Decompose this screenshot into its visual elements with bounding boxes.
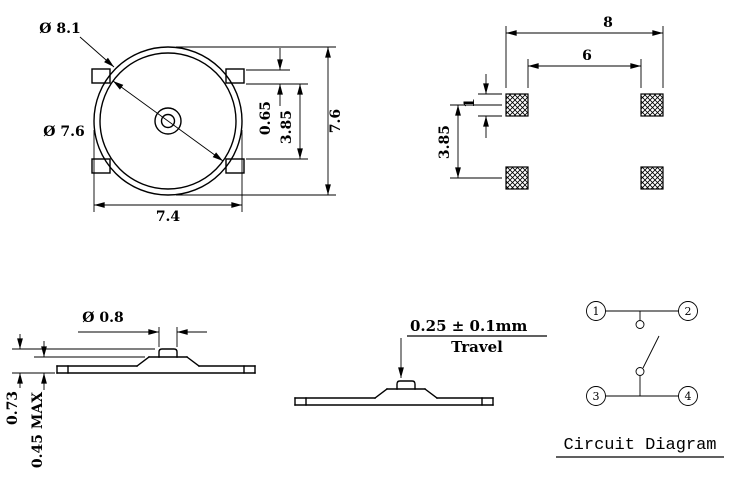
terminal-2-number: 2: [685, 305, 692, 318]
circuit-diagram-view: 1 2 3 4 Circuit Diagram: [556, 301, 724, 458]
travel-arrow: [398, 335, 547, 378]
pad-inner-span-label: 6: [582, 48, 592, 64]
top-half-height-label: 3.85: [279, 110, 295, 144]
land-pattern-dimension-lines: [450, 26, 664, 179]
terminal-3-number: 3: [593, 390, 600, 403]
top-view-dimension-lines: [79, 36, 336, 212]
terminal-4-number: 4: [685, 390, 692, 403]
side-view-dimension-lines: [12, 327, 207, 390]
circuit-diagram-caption: Circuit Diagram: [563, 436, 716, 455]
top-view: Ø 8.1 Ø 7.6 7.4 0.65 3.85 7.6: [39, 21, 344, 225]
top-overall-height-label: 7.6: [328, 109, 344, 133]
top-stem-offset-label: 0.65: [258, 101, 274, 135]
top-outer-diameter-label: Ø 8.1: [39, 21, 80, 37]
side-view: Ø 0.8 0.73 0.45 MAX: [5, 310, 256, 468]
side-profile-outline: [56, 348, 256, 374]
circuit-schematic: [586, 301, 698, 406]
total-height-label: 0.73: [5, 391, 21, 425]
top-width-label: 7.4: [156, 209, 181, 225]
travel-value-label: 0.25 ± 0.1mm: [410, 317, 528, 335]
pad-outer-span-label: 8: [603, 15, 613, 31]
stem-diameter-label: Ø 0.8: [82, 310, 123, 326]
body-height-label: 0.45 MAX: [30, 392, 46, 468]
top-inner-diameter-label: Ø 7.6: [43, 124, 84, 140]
pad-size-label: 1: [462, 98, 478, 108]
solder-pads: [505, 93, 664, 190]
travel-word-label: Travel: [451, 338, 503, 356]
pad-row-pitch-label: 3.85: [437, 125, 453, 159]
land-pattern-view: 8 6 3.85 1: [437, 15, 664, 190]
travel-profile-outline: [294, 380, 494, 406]
travel-view: 0.25 ± 0.1mm Travel: [294, 317, 547, 406]
terminal-1-number: 1: [593, 305, 600, 318]
